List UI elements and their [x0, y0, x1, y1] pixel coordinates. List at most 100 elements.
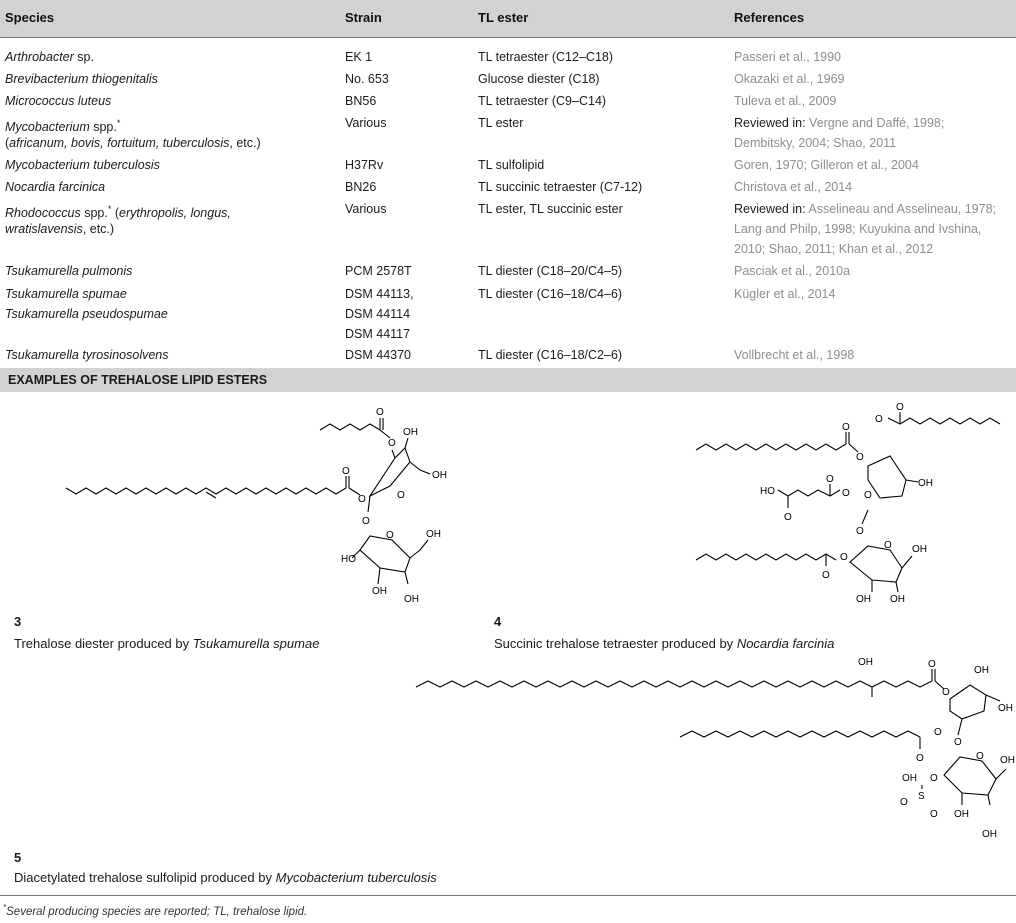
row-strain: EK 1	[345, 50, 373, 64]
row-strain: H37Rv	[345, 158, 384, 172]
atom-oxygen: O	[822, 570, 830, 581]
row-strain: BN26	[345, 180, 377, 194]
atom-oxygen: O	[930, 809, 938, 820]
row-species: Tsukamurella tyrosinosolvens	[5, 348, 169, 362]
atom-hydroxyl-left: HO	[341, 554, 356, 565]
row-reference-line3: 2010; Shao, 2011; Khan et al., 2012	[734, 242, 934, 256]
row-reference-line2: Lang and Philp, 1998; Kuyukina and Ivshi…	[734, 222, 982, 236]
row-ester: TL tetraester (C9–C14)	[478, 94, 607, 108]
structure-4-caption: Succinic trehalose tetraester produced b…	[494, 636, 835, 651]
atom-oxygen: O	[942, 687, 950, 698]
atom-hydroxyl: OH	[918, 478, 933, 489]
atom-oxygen: O	[856, 526, 864, 537]
row-species-line2: wratislavensis, etc.)	[5, 222, 115, 236]
atom-oxygen: O	[840, 552, 848, 563]
row-species: Tsukamurella pulmonis	[5, 264, 133, 278]
atom-oxygen: O	[842, 488, 850, 499]
row-strain: DSM 44113,	[345, 287, 414, 301]
row-strain: No. 653	[345, 72, 389, 86]
section-title: EXAMPLES OF TREHALOSE LIPID ESTERS	[8, 373, 268, 387]
atom-hydroxyl: OH	[403, 427, 418, 438]
row-reference: Vollbrecht et al., 1998	[734, 348, 855, 362]
structure-3-trehalose-diester: O O O O OH O OH O O OH HO OH OH	[65, 407, 447, 605]
row-strain: BN56	[345, 94, 377, 108]
header-strain: Strain	[345, 10, 382, 25]
section-header: EXAMPLES OF TREHALOSE LIPID ESTERS	[0, 368, 1016, 392]
row-reference: Christova et al., 2014	[734, 180, 853, 194]
atom-oxygen: O	[896, 402, 904, 413]
row-reference: Reviewed in: Vergne and Daffé, 1998;	[734, 116, 945, 130]
row-reference: Goren, 1970; Gilleron et al., 2004	[734, 158, 919, 172]
row-reference: Kügler et al., 2014	[734, 287, 836, 301]
atom-hydroxyl: OH	[890, 594, 905, 605]
row-species: Nocardia farcinica	[5, 180, 106, 194]
atom-sulfur: S	[918, 791, 925, 802]
row-strain: Various	[345, 116, 387, 130]
atom-oxygen: O	[928, 659, 936, 670]
atom-hydroxyl: OH	[1000, 755, 1015, 766]
atom-oxygen: O	[397, 490, 405, 501]
row-ester: TL ester, TL succinic ester	[478, 202, 623, 216]
atom-hydroxyl: OH	[982, 829, 997, 840]
atom-hydroxyl: OH	[856, 594, 871, 605]
footnote: *Several producing species are reported;…	[3, 903, 308, 918]
atom-oxygen: O	[784, 512, 792, 523]
atom-oxygen: O	[954, 737, 962, 748]
table-header-row	[0, 0, 1016, 37]
atom-hydroxyl-left: HO	[760, 486, 775, 497]
row-species: Rhodococcus spp.* (erythropolis, longus,	[5, 204, 231, 221]
row-species: Arthrobacter sp.	[5, 50, 94, 64]
row-strain: PCM 2578T	[345, 264, 412, 278]
atom-oxygen: O	[842, 422, 850, 433]
row-species: Brevibacterium thiogenitalis	[5, 72, 158, 86]
row-species-line2: (africanum, bovis, fortuitum, tuberculos…	[5, 136, 261, 150]
atom-oxygen: O	[864, 490, 872, 501]
atom-oxygen: O	[930, 773, 938, 784]
row-reference: Okazaki et al., 1969	[734, 72, 845, 86]
atom-oxygen: O	[900, 797, 908, 808]
atom-hydroxyl: OH	[432, 470, 447, 481]
row-ester: TL diester (C16–18/C2–6)	[478, 348, 623, 362]
row-strain: DSM 44370	[345, 348, 412, 362]
header-references: References	[734, 10, 805, 25]
footnote-divider	[0, 895, 1016, 896]
row-ester: Glucose diester (C18)	[478, 72, 600, 86]
row-reference: Pasciak et al., 2010a	[734, 264, 851, 278]
row-ester: TL sulfolipid	[478, 158, 545, 172]
structure-3-caption: Trehalose diester produced by Tsukamurel…	[14, 636, 320, 651]
atom-oxygen: O	[342, 466, 350, 477]
row-species-line2: Tsukamurella pseudospumae	[5, 307, 168, 321]
atom-hydroxyl: OH	[912, 544, 927, 555]
row-species: Micrococcus luteus	[5, 94, 112, 108]
atom-oxygen: O	[388, 438, 396, 449]
structure-3-number: 3	[14, 614, 22, 629]
row-strain-line3: DSM 44117	[345, 327, 411, 341]
row-ester: TL diester (C16–18/C4–6)	[478, 287, 623, 301]
structure-4-succinic-trehalose-tetraester: O O O O OH O HO O O O O O O O OH OH OH	[695, 402, 1001, 605]
atom-hydroxyl: OH	[902, 773, 917, 784]
atom-hydroxyl: OH	[372, 586, 387, 597]
structure-5-caption: Diacetylated trehalose sulfolipid produc…	[14, 870, 437, 885]
atom-oxygen: O	[386, 530, 394, 541]
atom-oxygen: O	[916, 753, 924, 764]
atom-oxygen: O	[376, 407, 384, 418]
structure-4-number: 4	[494, 614, 502, 629]
row-species: Mycobacterium tuberculosis	[5, 158, 160, 172]
row-ester: TL ester	[478, 116, 524, 130]
header-species: Species	[5, 10, 55, 25]
row-reference: Tuleva et al., 2009	[734, 94, 837, 108]
row-strain: Various	[345, 202, 387, 216]
atom-oxygen: O	[934, 727, 942, 738]
row-reference: Reviewed in: Asselineau and Asselineau, …	[734, 202, 996, 216]
row-species: Tsukamurella spumae	[5, 287, 127, 301]
atom-hydroxyl: OH	[426, 529, 441, 540]
atom-oxygen: O	[856, 452, 864, 463]
structure-5-number: 5	[14, 850, 22, 865]
header-tl-ester: TL ester	[478, 10, 529, 25]
atom-oxygen: O	[358, 494, 366, 505]
atom-oxygen: O	[884, 540, 892, 551]
row-reference-line2: Dembitsky, 2004; Shao, 2011	[734, 136, 897, 150]
row-ester: TL succinic tetraester (C7-12)	[478, 180, 643, 194]
atom-hydroxyl: OH	[404, 594, 419, 605]
atom-hydroxyl: OH	[858, 657, 873, 668]
